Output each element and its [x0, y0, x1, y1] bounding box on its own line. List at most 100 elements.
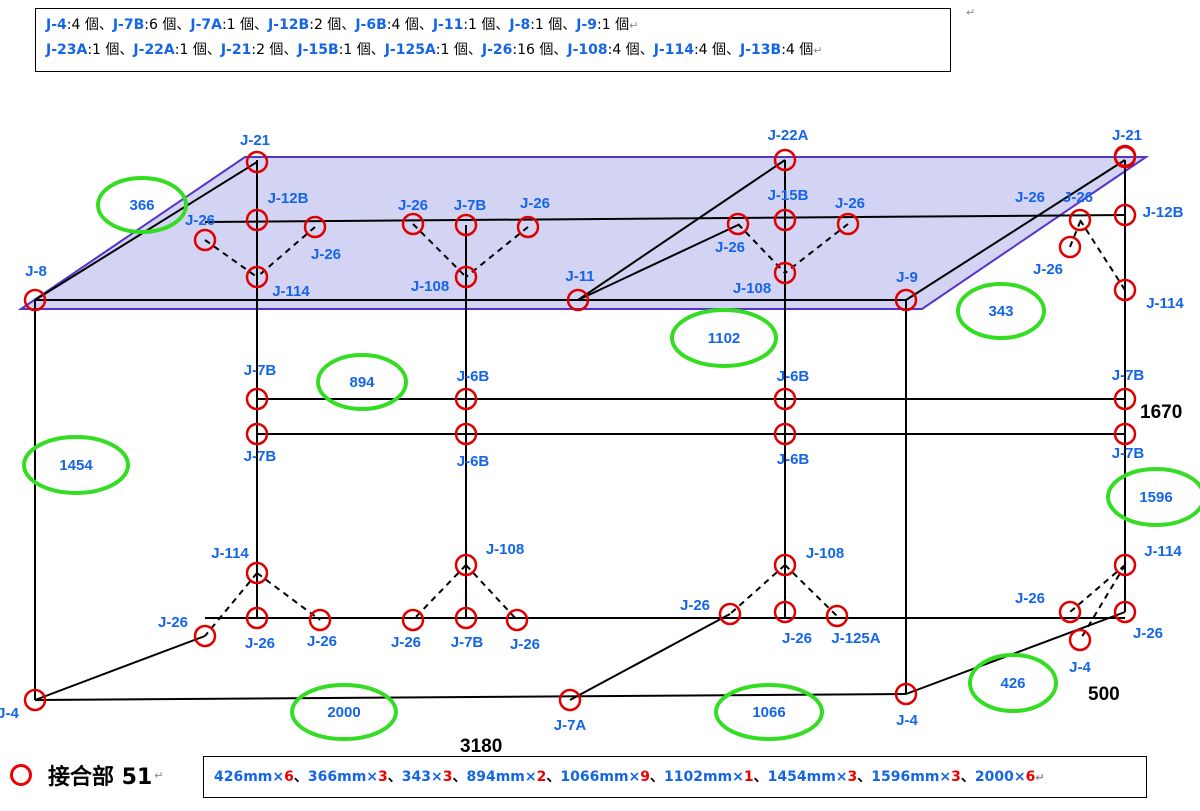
joint-label: J-26	[835, 195, 865, 212]
pipe-length: 1066mm×	[560, 769, 641, 785]
joint-circle	[505, 608, 529, 632]
joint-label: J-7B	[244, 362, 277, 379]
parts-list-box: J-4:4 個、J-7B:6 個、J-7A:1 個、J-12B:2 個、J-6B…	[35, 8, 951, 72]
part-count: :4 個	[781, 42, 814, 58]
joint-circle	[245, 150, 269, 174]
dimension-value: 1596	[1139, 489, 1172, 506]
dimension-value: 894	[349, 374, 375, 391]
joint-circle	[1113, 145, 1137, 169]
pipe-quantity: 3	[847, 769, 858, 785]
joint-label: J-108	[411, 278, 449, 295]
part-count: :1 個	[530, 17, 563, 33]
joint-label: J-26	[1015, 189, 1045, 206]
dimension-ellipse	[968, 653, 1058, 713]
joint-circle	[1113, 553, 1137, 577]
pipe-quantity: 3	[378, 769, 388, 785]
dimension-ellipse	[22, 435, 130, 495]
part-code: J-4	[46, 17, 67, 33]
joint-circle	[773, 261, 797, 285]
joint-circle	[773, 553, 797, 577]
joint-label: J-6B	[777, 368, 810, 385]
joint-label: J-7B	[451, 634, 484, 651]
dimension-ellipse	[316, 353, 408, 411]
brace-lines	[204, 219, 1126, 641]
joint-circle	[1058, 600, 1082, 624]
joint-circle	[836, 212, 860, 236]
joint-label: J-108	[486, 541, 524, 558]
joint-circle	[193, 228, 217, 252]
joint-circle	[773, 208, 797, 232]
parts-list-line-2: J-23A:1 個、J-22A:1 個、J-21:2 個、J-15B:1 個、J…	[46, 42, 823, 58]
joint-label: J-21	[240, 132, 270, 149]
part-count: :1 個	[221, 17, 255, 33]
part-count: :1 個	[87, 42, 120, 58]
part-code: J-7A	[190, 17, 222, 33]
joint-label: J-7B	[244, 448, 277, 465]
joint-circle	[23, 688, 47, 712]
joint-legend-circle-icon	[10, 764, 32, 786]
joint-circle	[401, 608, 425, 632]
joint-circle	[308, 608, 332, 632]
part-code: J-21	[220, 42, 252, 58]
pipe-quantity: 6	[284, 769, 294, 785]
joint-label: J-15B	[768, 187, 809, 204]
part-code: J-12B	[268, 17, 310, 33]
joint-circle	[773, 422, 797, 446]
joint-label: J-26	[245, 635, 275, 652]
joint-label: J-6B	[777, 451, 810, 468]
joint-circle	[773, 148, 797, 172]
joint-circle	[718, 602, 742, 626]
pipe-summary-box: 426mm×6、366mm×3、343×3、894mm×2、1066mm×9、1…	[203, 756, 1147, 798]
pipe-length: 2000×	[974, 769, 1026, 785]
joint-label: J-26	[398, 197, 428, 214]
part-count: :4 個	[386, 17, 419, 33]
part-count: :2 個	[251, 42, 284, 58]
joint-circle	[773, 387, 797, 411]
pipe-quantity: 3	[951, 769, 961, 785]
dimension-value: 366	[129, 197, 154, 214]
joint-circle	[23, 288, 47, 312]
joint-circle	[566, 288, 590, 312]
joint-label: J-114	[1144, 543, 1182, 560]
part-code: J-13B	[740, 42, 782, 58]
joint-label: J-26	[391, 634, 421, 651]
joint-label: J-11	[565, 268, 594, 285]
joint-label: J-26	[1033, 261, 1063, 278]
dimension-ellipse	[670, 308, 778, 368]
joint-label: J-114	[1146, 295, 1184, 312]
dimension-value: 2000	[327, 704, 360, 721]
pipe-length: 1102mm×	[664, 769, 744, 785]
pipe-quantity: 9	[640, 769, 651, 785]
joint-label: J-9	[896, 269, 918, 286]
part-code: J-125A	[384, 42, 436, 58]
joint-legend: 接合部 51 ↵	[10, 758, 164, 792]
joint-label: J-6B	[457, 453, 490, 470]
pipe-length: 366mm×	[307, 769, 379, 785]
frame-lines	[34, 159, 1126, 701]
joint-label: J-7A	[554, 717, 587, 734]
top-panel	[17, 156, 1150, 310]
pipe-quantity: 1	[743, 769, 754, 785]
joint-label: J-21	[1112, 127, 1142, 144]
overall-dimension: 1670	[1140, 402, 1182, 423]
joint-circle	[454, 213, 478, 237]
joint-circle	[1058, 235, 1082, 259]
joint-circle	[245, 561, 269, 585]
joint-label: J-7B	[1112, 445, 1145, 462]
joint-label: J-125A	[831, 630, 880, 647]
dimension-ellipse	[714, 683, 824, 741]
pipe-length: 1596mm×	[871, 769, 952, 785]
joint-circle	[1113, 422, 1137, 446]
joint-circle	[245, 422, 269, 446]
joint-circle	[401, 212, 425, 236]
part-count: :1 個	[463, 17, 496, 33]
overall-dimension: 500	[1088, 684, 1120, 705]
joint-label: J-4	[1069, 659, 1091, 676]
joint-circle	[454, 265, 478, 289]
part-code: J-26	[481, 42, 513, 58]
part-code: J-6B	[355, 17, 387, 33]
dimension-ellipse	[290, 683, 398, 741]
joint-label: J-7B	[454, 197, 487, 214]
